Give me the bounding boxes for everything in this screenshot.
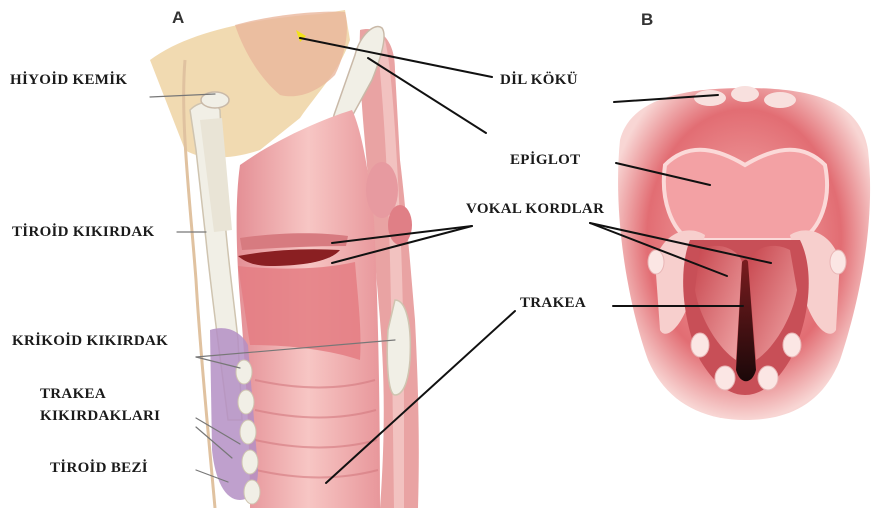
label-tracheal-cartilages-line1: TRAKEA (40, 386, 106, 403)
label-tracheal-cartilages-line2: KIKIRDAKLARI (40, 408, 160, 425)
label-epiglottis: EPİGLOT (510, 152, 580, 169)
superior-view (618, 86, 870, 420)
label-tongue-root: DİL KÖKÜ (500, 72, 578, 89)
label-thyroid-cartilage: TİROİD KIKIRDAK (12, 224, 154, 241)
panel-label-a: A (172, 8, 184, 28)
label-cricoid-cartilage: KRİKOİD KIKIRDAK (12, 333, 168, 350)
panel-label-b: B (641, 10, 653, 30)
label-vocal-cords: VOKAL KORDLAR (466, 201, 604, 218)
epiglottis-rim (664, 150, 827, 240)
label-hyoid-bone: HİYOİD KEMİK (10, 72, 127, 89)
arytenoid-2 (388, 205, 412, 245)
label-trachea: TRAKEA (520, 295, 586, 312)
sagittal-section (150, 10, 419, 508)
label-thyroid-gland: TİROİD BEZİ (50, 460, 148, 477)
